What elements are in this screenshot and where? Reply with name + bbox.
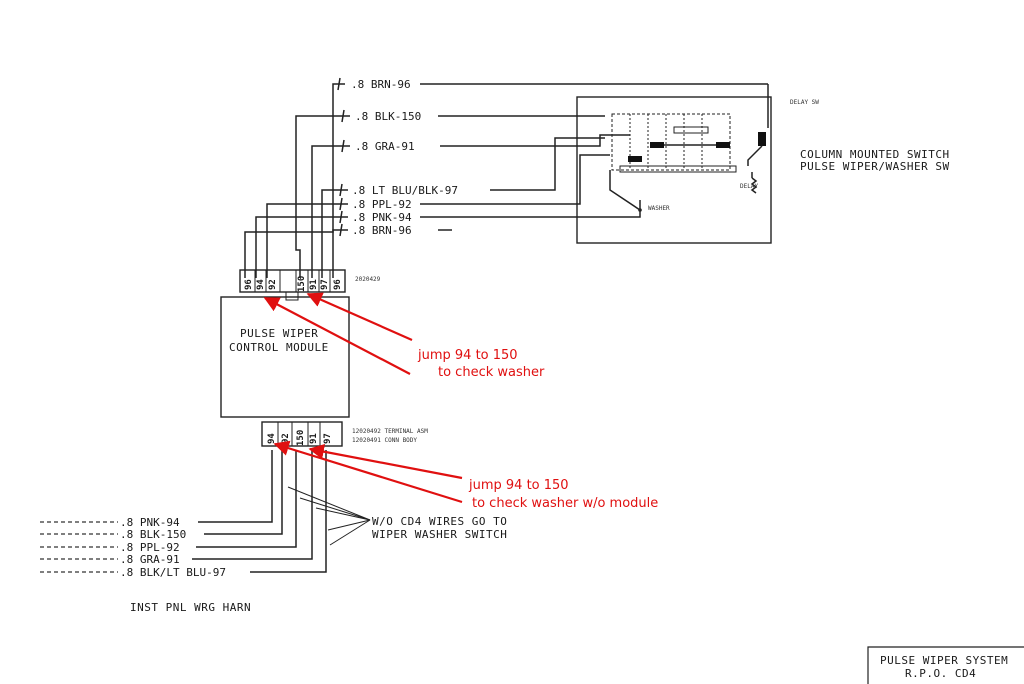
washer-label: WASHER (648, 205, 670, 212)
wire-label-ppl-92: .8 PPL-92 (352, 198, 412, 211)
column-switch: DELAY SW DELAY WASHER COLUMN MOUNTED SWI… (576, 96, 950, 244)
lower-label-pnk-94: .8 PNK-94 (120, 516, 180, 529)
title-block: PULSE WIPER SYSTEM R.P.O. CD4 (867, 646, 1024, 684)
top-pin-96b: 96 (333, 279, 343, 290)
connector-label-1: 12020492 TERMINAL ASM (352, 428, 428, 435)
lower-label-blk-lt-blu-97: .8 BLK/LT BLU-97 (120, 566, 226, 579)
annotation-note1-line2: to check washer (438, 365, 545, 380)
module-bottom-connector (261, 421, 343, 447)
annotation-arrow-150-bottom (308, 444, 463, 480)
lower-label-gra-91: .8 GRA-91 (120, 553, 180, 566)
lower-label-ppl-92: .8 PPL-92 (120, 541, 180, 554)
top-pin-96: 96 (244, 279, 254, 290)
wo-cd4-note-line2: WIPER WASHER SWITCH (372, 528, 507, 541)
module-body (220, 296, 350, 418)
top-pin-92: 92 (268, 279, 278, 290)
annotation-note2-line1: jump 94 to 150 (468, 478, 569, 493)
wire-label-brn-96-top: .8 BRN-96 (351, 78, 411, 91)
bottom-pin-97: 97 (323, 433, 333, 444)
lower-wire-labels: .8 PNK-94 .8 BLK-150 .8 PPL-92 .8 GRA-91… (120, 516, 226, 579)
wire-label-lt-blu-blk-97: .8 LT BLU/BLK-97 (352, 184, 458, 197)
top-pin-97: 97 (320, 279, 330, 290)
switch-title-line1: COLUMN MOUNTED SWITCH (800, 148, 950, 161)
annotation-note2-line2: to check washer w/o module (472, 496, 658, 511)
bottom-pin-92: 92 (281, 433, 291, 444)
annotation-arrow-150-top (306, 292, 413, 342)
system-title-line1: PULSE WIPER SYSTEM (880, 654, 1008, 667)
upper-wire-labels: .8 BRN-96 .8 BLK-150 .8 GRA-91 .8 LT BLU… (351, 78, 458, 237)
bottom-pin-150: 150 (296, 430, 306, 446)
lower-label-blk-150: .8 BLK-150 (120, 528, 186, 541)
wire-label-gra-91: .8 GRA-91 (355, 140, 415, 153)
switch-top-label: DELAY SW (790, 99, 819, 106)
bottom-pin-94: 94 (267, 433, 277, 444)
annotation-arrow-94-bottom (273, 440, 463, 504)
annotation-note1-line1: jump 94 to 150 (417, 348, 518, 363)
wo-cd4-note-line1: W/O CD4 WIRES GO TO (372, 515, 507, 528)
bottom-pin-91: 91 (309, 433, 319, 444)
module-title-line1: PULSE WIPER (240, 327, 318, 340)
top-pin-91: 91 (309, 279, 319, 290)
wire-brn-96-top (244, 83, 345, 278)
control-module: 96 94 92 150 91 97 96 2020429 PULSE WIPE… (220, 269, 428, 447)
top-pin-150: 150 (297, 276, 307, 292)
switch-title-line2: PULSE WIPER/WASHER SW (800, 160, 950, 173)
module-part-number: 2020429 (355, 276, 381, 283)
red-annotations: jump 94 to 150 to check washer jump 94 t… (263, 292, 658, 511)
wire-label-brn-96-lower: .8 BRN-96 (352, 224, 412, 237)
system-title-line2: R.P.O. CD4 (905, 667, 976, 680)
delay-label: DELAY (740, 183, 758, 190)
harness-label: INST PNL WRG HARN (130, 601, 251, 614)
switch-outline (576, 96, 772, 244)
annotation-arrow-94-top (263, 297, 411, 375)
lower-wire-runs (40, 450, 371, 573)
delay-resistor (750, 177, 758, 194)
module-title-line2: CONTROL MODULE (229, 341, 329, 354)
wire-label-pnk-94: .8 PNK-94 (352, 211, 412, 224)
connector-label-2: 12020491 CONN BODY (352, 437, 417, 444)
upper-wire-runs (244, 77, 769, 278)
top-pin-94: 94 (256, 279, 266, 290)
wire-label-blk-150: .8 BLK-150 (355, 110, 421, 123)
